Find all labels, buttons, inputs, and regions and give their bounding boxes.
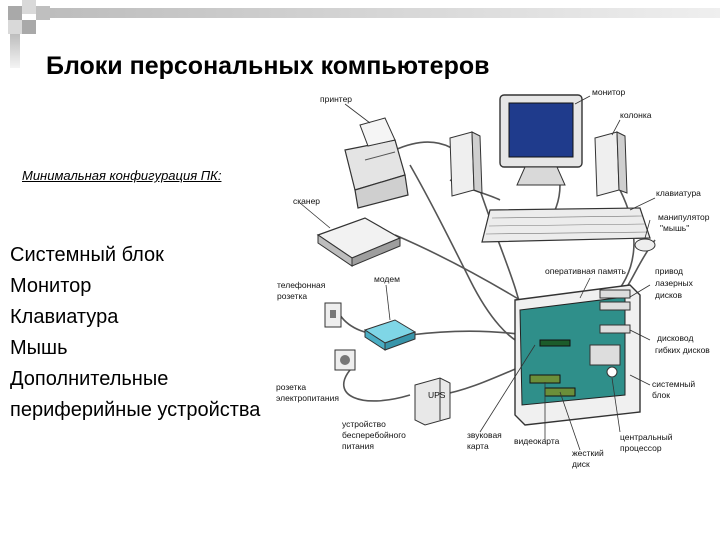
label-ups-3: питания [342, 441, 374, 451]
label-cd-1: привод [655, 266, 683, 276]
label-ups-1: устройство [342, 419, 386, 429]
phone-socket-icon [324, 302, 342, 328]
ups-icon [414, 377, 451, 426]
diagram-labels: принтер монитор колонка сканер клавиатур… [276, 87, 710, 469]
label-ups-2: бесперебойного [342, 430, 406, 440]
corner-square-2 [22, 0, 36, 14]
list-item-additional: Дополнительные [10, 368, 169, 390]
list-item-keyboard: Клавиатура [10, 306, 119, 328]
power-socket-icon [334, 349, 356, 371]
mouse-icon [634, 238, 656, 252]
label-scanner: сканер [293, 196, 320, 206]
corner-square-5 [22, 20, 36, 34]
label-mouse-2: "мышь" [660, 223, 689, 233]
label-sound-1: звуковая [467, 430, 502, 440]
system-unit-icon [514, 284, 641, 426]
label-sysunit-2: блок [652, 390, 670, 400]
speaker-left-icon [449, 131, 483, 197]
label-keyboard: клавиатура [656, 188, 701, 198]
list-item-peripherals: периферийные устройства [10, 399, 261, 421]
label-ups-device: UPS [428, 390, 446, 400]
label-mouse-1: манипулятор [658, 212, 710, 222]
label-sysunit-1: системный [652, 379, 695, 389]
label-monitor: монитор [592, 87, 626, 97]
speaker-right-icon [594, 131, 628, 197]
label-socket-2: электропитания [276, 393, 339, 403]
label-video: видеокарта [514, 436, 560, 446]
label-phone-1: телефонная [277, 280, 326, 290]
label-speaker: колонка [620, 110, 652, 120]
monitor-icon [499, 94, 583, 186]
label-cd-3: дисков [655, 290, 682, 300]
slide-title: Блоки персональных компьютеров [46, 52, 490, 80]
list-item-mouse: Мышь [10, 337, 68, 359]
slide-subtitle: Минимальная конфигурация ПК: [22, 168, 222, 183]
corner-square-4 [8, 20, 22, 34]
label-socket-1: розетка [276, 382, 306, 392]
label-cpu-1: центральный [620, 432, 673, 442]
keyboard-icon [481, 207, 651, 243]
label-cd-2: лазерных [655, 278, 694, 288]
scanner-icon [316, 217, 402, 267]
label-hdd-2: диск [572, 459, 590, 469]
label-sound-2: карта [467, 441, 489, 451]
component-list: Системный блок Монитор Клавиатура Мышь Д… [10, 240, 260, 426]
label-hdd-1: жесткий [572, 448, 604, 458]
left-bar [10, 34, 20, 68]
list-item-monitor: Монитор [10, 275, 92, 297]
corner-square-1 [8, 6, 22, 20]
label-fdd-1: дисковод [657, 333, 693, 343]
printer-icon [344, 117, 409, 209]
list-item-system-unit: Системный блок [10, 244, 164, 266]
label-ram: оперативная память [545, 266, 627, 276]
leader-lines [299, 95, 656, 451]
label-phone-2: розетка [277, 291, 307, 301]
label-fdd-2: гибких дисков [655, 345, 710, 355]
top-bar [50, 8, 720, 18]
label-modem: модем [374, 274, 400, 284]
label-printer: принтер [320, 94, 352, 104]
corner-square-3 [36, 6, 50, 20]
label-cpu-2: процессор [620, 443, 662, 453]
modem-icon [363, 319, 417, 351]
